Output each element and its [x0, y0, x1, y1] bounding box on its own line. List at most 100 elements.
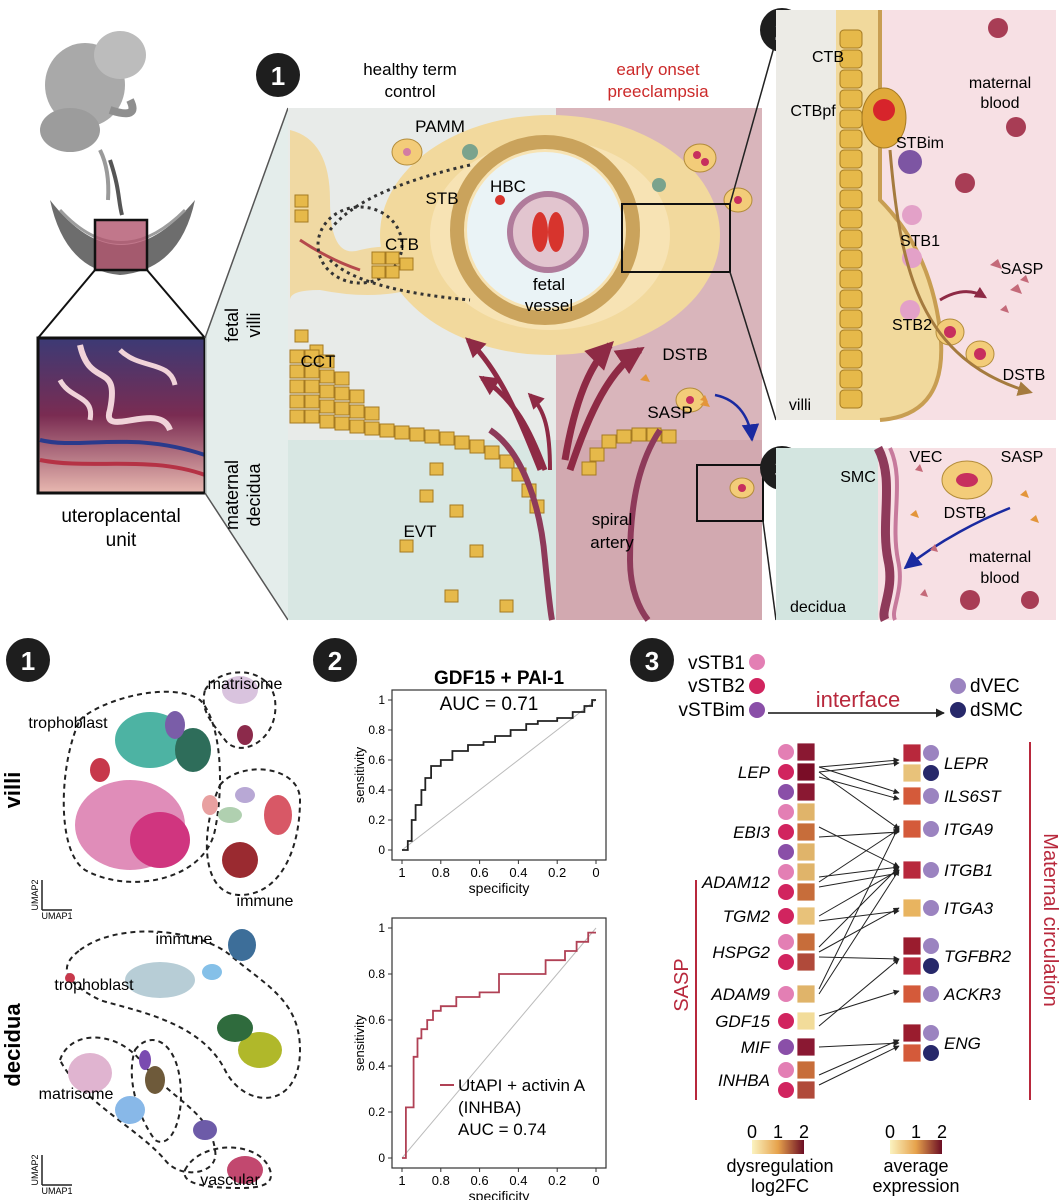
inset2-stb1: STB1	[900, 233, 940, 250]
panel-number-b3: 3	[630, 638, 674, 682]
roc-ytick-label: 0.8	[368, 723, 385, 737]
receptor-target-dot	[923, 1045, 939, 1061]
ligand-label-adam12: ADAM12	[701, 873, 771, 892]
roc-xtick-label: 1	[398, 1173, 405, 1188]
label-dstb: DSTB	[662, 345, 707, 364]
panel-number-b2: 2	[313, 638, 357, 682]
interaction-arrow	[818, 955, 900, 962]
ligand-source-dot	[778, 1082, 794, 1098]
ligand-source-dot	[778, 908, 794, 924]
ligand-source-dot	[778, 764, 794, 780]
umap-decidua	[58, 929, 302, 1190]
interaction-arrow	[818, 829, 900, 838]
receptor-target-dot	[923, 958, 939, 974]
main-diagram	[288, 39, 777, 622]
inset3-vec: VEC	[910, 449, 943, 466]
roc-annotation-line: UtAPI + activin A	[458, 1076, 586, 1095]
roc-xtick-label: 0	[592, 865, 599, 880]
label-stb: STB	[425, 189, 458, 208]
ligand-source-dot	[778, 744, 794, 760]
receptor-expr-square	[902, 819, 922, 839]
interaction-arrow	[818, 869, 900, 917]
unit-label-line2: unit	[106, 530, 137, 551]
ligand-fc-square	[796, 984, 816, 1004]
panel-number-1: 1	[256, 53, 300, 97]
maternal-label: Maternal circulation	[1039, 833, 1061, 1006]
legend1-title-1: dysregulation	[726, 1156, 833, 1176]
legend1-tick-1: 1	[773, 1122, 783, 1142]
ligand-fc-square	[796, 932, 816, 952]
receptor-expr-square	[902, 984, 922, 1004]
receptor-label-ils6st: ILS6ST	[944, 787, 1002, 806]
unit-label-line1: uteroplacental	[61, 506, 180, 527]
inset-3	[776, 445, 1056, 623]
ligand-label-tgm2: TGM2	[723, 907, 771, 926]
roc-diagonal	[401, 927, 597, 1159]
receptor-target-dot	[923, 1025, 939, 1041]
target-dvec: dVEC	[970, 676, 1020, 697]
label-evt: EVT	[403, 522, 436, 541]
interaction-arrow	[818, 958, 900, 1027]
inset2-blood-2: blood	[980, 95, 1019, 112]
network-body: LEPEBI3ADAM12TGM2HSPG2ADAM9GDF15MIFINHBA…	[701, 742, 1012, 1100]
roc-xtick-label: 0	[592, 1173, 599, 1188]
roc-xlabel: specificity	[469, 1188, 530, 1200]
interaction-arrow	[818, 907, 900, 953]
svg-text:1: 1	[21, 646, 35, 676]
ligand-label-lep: LEP	[738, 763, 771, 782]
legend2-tick-1: 1	[911, 1122, 921, 1142]
roc-title: GDF15 + PAI-1	[434, 668, 564, 689]
label-sasp: SASP	[647, 403, 692, 422]
source-vstb2: vSTB2	[688, 676, 745, 697]
roc-xtick-label: 0.6	[471, 1173, 489, 1188]
roc-ytick-label: 0.4	[368, 783, 385, 797]
legend1-title-2: log2FC	[751, 1176, 809, 1196]
inset2-ctbpf: CTBpf	[790, 103, 836, 120]
roc-xtick-label: 0.2	[548, 1173, 566, 1188]
legend1-tick-2: 2	[799, 1122, 809, 1142]
uteroplacental-zoom	[36, 336, 207, 495]
roc-ytick-label: 1	[378, 693, 385, 707]
roc-ytick-label: 0.6	[368, 753, 385, 767]
roc-ytick-label: 0.8	[368, 967, 385, 981]
side-label-fetal-1: fetal	[222, 308, 242, 342]
ligand-fc-square	[796, 862, 816, 882]
legend1-tick-0: 0	[747, 1122, 757, 1142]
dot-vstb1	[749, 654, 765, 670]
roc-xtick-label: 0.4	[509, 1173, 527, 1188]
receptor-label-eng: ENG	[944, 1034, 981, 1053]
ligand-label-adam9: ADAM9	[710, 985, 770, 1004]
ligand-source-dot	[778, 824, 794, 840]
label-spiral-1: spiral	[592, 510, 633, 529]
roc-ytick-label: 0.2	[368, 1105, 385, 1119]
roc-curve	[402, 931, 596, 1159]
receptor-label-tgfbr2: TGFBR2	[944, 947, 1012, 966]
interaction-arrow	[818, 760, 900, 773]
umap-decidua-axis-y: UMAP2	[30, 1154, 40, 1185]
roc-xtick-label: 0.4	[509, 865, 527, 880]
receptor-expr-square	[902, 1043, 922, 1063]
roc-xtick-label: 0.2	[548, 865, 566, 880]
zoom-funnel	[205, 108, 288, 620]
zoom-box-2	[621, 203, 731, 273]
col-healthy-2: control	[384, 82, 435, 101]
ligand-fc-square	[796, 906, 816, 926]
ligand-fc-square	[796, 742, 816, 762]
col-preeclampsia-2: preeclampsia	[607, 82, 709, 101]
umap-decidua-matrisome: matrisome	[39, 1086, 114, 1103]
legend2-tick-0: 0	[885, 1122, 895, 1142]
roc-xtick-label: 0.6	[471, 865, 489, 880]
svg-text:1: 1	[271, 61, 285, 91]
umbilical-cord	[108, 159, 124, 216]
ligand-fc-square	[796, 1080, 816, 1100]
ligand-fc-square	[796, 882, 816, 902]
umap-villi-matrisome: matrisome	[208, 676, 283, 693]
ligand-fc-square	[796, 952, 816, 972]
receptor-target-dot	[923, 788, 939, 804]
inset2-blood-1: maternal	[969, 75, 1031, 92]
panel-number-b1: 1	[6, 638, 50, 682]
ligand-source-dot	[778, 1039, 794, 1055]
label-fetal-vessel-1: fetal	[533, 275, 565, 294]
legend2-title-1: average	[883, 1156, 948, 1176]
